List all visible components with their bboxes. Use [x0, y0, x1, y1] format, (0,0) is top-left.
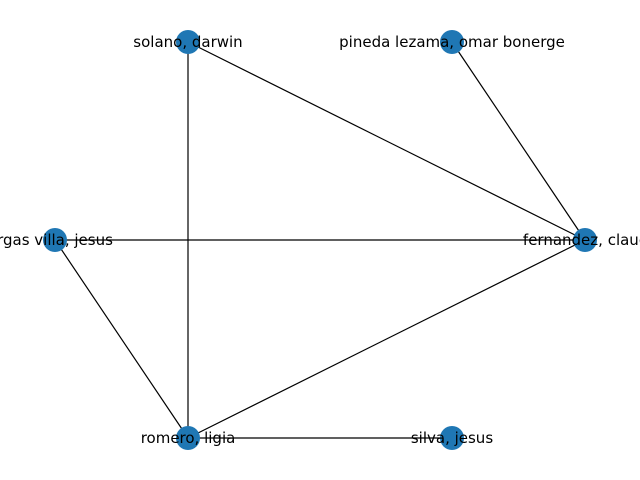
edges-layer — [54, 41, 586, 439]
node-label-romero: romero, ligia — [141, 429, 236, 447]
node-fernandez — [573, 228, 597, 252]
node-solano — [176, 30, 200, 54]
node-label-fernandez: fernandez, clauc — [523, 231, 640, 249]
node-silva — [440, 426, 464, 450]
node-label-solano: solano, darwin — [133, 33, 242, 51]
edge-solano-fernandez — [187, 41, 586, 241]
edge-vargas-romero — [54, 239, 189, 439]
node-pineda — [440, 30, 464, 54]
node-vargas — [43, 228, 67, 252]
edge-pineda-fernandez — [451, 41, 586, 241]
node-label-silva: silva, jesus — [411, 429, 493, 447]
node-label-vargas: rgas villa, jesus — [0, 231, 113, 249]
labels-layer: solano, darwin pineda lezama, omar bonerg… — [0, 33, 640, 447]
node-label-pineda: pineda lezama, omar bonerge — [339, 33, 565, 51]
node-romero — [176, 426, 200, 450]
nodes-layer — [43, 30, 597, 450]
edge-romero-fernandez — [187, 239, 586, 439]
